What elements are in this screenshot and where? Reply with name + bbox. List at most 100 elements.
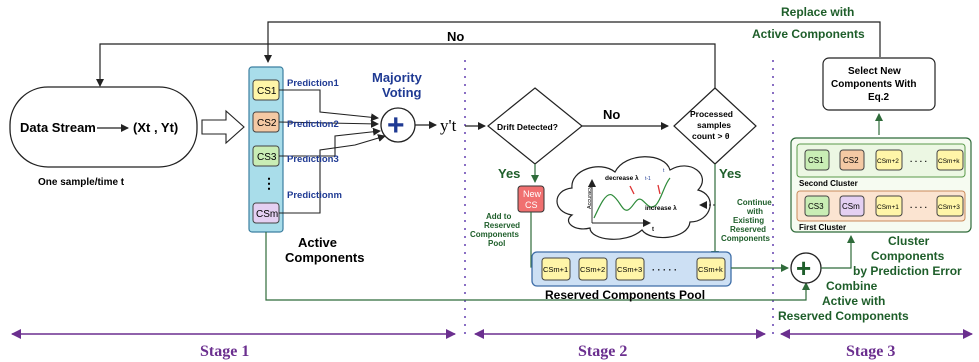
processed-label-1: Processed	[690, 109, 733, 119]
continue-label-2: with	[746, 207, 763, 216]
cloud-decrease-label: decrease λ	[605, 174, 639, 182]
continue-label-1: Continue	[737, 198, 772, 207]
data-stream-box	[9, 86, 198, 168]
replace-label-1: Replace with	[781, 5, 854, 19]
drift-detected-label: Drift Detected?	[497, 122, 558, 132]
select-new-label-3: Eq.2	[868, 92, 890, 103]
svg-text:CSm+3: CSm+3	[938, 204, 960, 211]
active-to-combine-arrow	[265, 232, 810, 301]
first-cluster-ellipsis: · · · ·	[910, 203, 927, 212]
svg-text:CSm+k: CSm+k	[938, 158, 960, 165]
prediction-label-m: Predictionm	[287, 190, 342, 201]
svg-text:CSm+2: CSm+2	[877, 158, 899, 165]
no-loop-label: No	[447, 29, 464, 44]
no-loop-arrow	[96, 43, 716, 88]
cluster-by-error-1: Cluster	[888, 234, 930, 248]
prediction-label-3: Prediction3	[287, 154, 339, 165]
reserved-cs-mk: CSm+k	[696, 257, 726, 281]
svg-text:CSm: CSm	[256, 209, 278, 220]
svg-text:CS1: CS1	[257, 86, 277, 97]
svg-text:CSm+k: CSm+k	[698, 265, 723, 274]
cloud-tick-red-2	[657, 184, 661, 195]
add-pool-label-2: Reserved	[484, 221, 520, 230]
svg-text:CS1: CS1	[808, 156, 824, 165]
replace-label-2: Active Components	[752, 27, 865, 41]
svg-text:CSm+1: CSm+1	[877, 204, 899, 211]
prediction-arrow-2	[278, 119, 379, 128]
second-cluster-cs-2: CS2	[839, 149, 865, 171]
processed-label-3: count > θ	[692, 131, 730, 141]
cloud-tick-red	[629, 185, 635, 195]
new-cs-label-1: New	[523, 189, 542, 199]
new-cs-label-2: CS	[525, 200, 538, 210]
first-cluster-cs-3: CS3	[804, 195, 830, 217]
continue-label-3: Existing	[733, 216, 764, 225]
processed-label-2: samples	[697, 120, 731, 130]
cloud-t-prime: t	[663, 168, 665, 174]
replace-loop-arrow	[264, 21, 881, 63]
reserved-cs-m1: CSm+1	[541, 257, 571, 281]
add-pool-label-1: Add to	[486, 212, 511, 221]
prediction-arrow-m	[279, 134, 386, 214]
sample-tuple: (Xt , Yt)	[133, 120, 178, 135]
cloud-t-axis: t	[652, 227, 654, 233]
active-label-2: Components	[285, 250, 364, 265]
majority-label-2: Voting	[382, 85, 422, 100]
svg-text:CS3: CS3	[257, 152, 277, 163]
select-new-label-1: Select New	[848, 66, 901, 77]
active-cs-2: CS2	[252, 111, 280, 133]
second-cluster-cs-mk: CSm+k	[936, 149, 964, 171]
stage1-label: Stage 1	[200, 343, 249, 360]
svg-text:CS2: CS2	[257, 118, 277, 129]
prediction-label-1: Prediction1	[287, 78, 339, 89]
second-cluster-ellipsis: · · · ·	[910, 157, 927, 166]
drift-no-label: No	[603, 107, 620, 122]
reserved-ellipsis: · · · · ·	[652, 265, 677, 275]
select-new-box	[822, 57, 936, 111]
reserved-cs-m3: CSm+3	[615, 257, 645, 281]
prediction-label-2: Prediction2	[287, 119, 339, 130]
reserved-cs-m2: CSm+2	[578, 257, 608, 281]
stage3-label: Stage 3	[846, 343, 895, 360]
combine-to-cluster-arrow	[821, 235, 855, 269]
combine-label-2: Active with	[822, 294, 885, 308]
svg-text:CS2: CS2	[843, 156, 859, 165]
svg-text:CSm+1: CSm+1	[543, 265, 568, 274]
stage2-label: Stage 2	[578, 343, 627, 360]
active-ellipsis: ⋮	[262, 175, 276, 191]
combine-label-1: Combine	[826, 279, 878, 293]
continue-label-5: Components	[721, 234, 770, 243]
cluster-by-error-3: by Prediction Error	[853, 264, 962, 278]
combine-plus-icon: +	[796, 253, 811, 283]
prediction-arrow-3	[279, 127, 381, 157]
drift-yes-label: Yes	[498, 166, 520, 181]
second-cluster-cs-m2: CSm+2	[875, 149, 903, 171]
svg-text:CSm: CSm	[842, 202, 860, 211]
input-hollow-arrow	[201, 109, 245, 145]
processed-yes-label: Yes	[719, 166, 741, 181]
lambda-cloud	[556, 156, 711, 240]
add-pool-label-4: Pool	[488, 239, 505, 248]
combine-label-3: Reserved Components	[778, 309, 909, 323]
active-cs-3: CS3	[252, 145, 280, 167]
second-cluster-label: Second Cluster	[799, 179, 858, 188]
cluster-by-error-2: Components	[871, 249, 945, 263]
first-cluster-cs-m: CSm	[839, 195, 865, 217]
majority-plus-icon: +	[387, 109, 405, 142]
continue-label-4: Reserved	[730, 225, 766, 234]
active-cs-1: CS1	[252, 79, 280, 101]
second-cluster-cs-1: CS1	[804, 149, 830, 171]
prediction-arrow-1	[279, 89, 379, 122]
sample-caption: One sample/time t	[38, 177, 125, 188]
active-label-1: Active	[298, 235, 337, 250]
output-prediction: y't	[440, 116, 457, 135]
svg-text:CS3: CS3	[808, 202, 824, 211]
reserved-pool-label: Reserved Components Pool	[545, 288, 705, 302]
first-cluster-cs-m3: CSm+3	[936, 195, 964, 217]
first-cluster-cs-m1: CSm+1	[875, 195, 903, 217]
cloud-accuracy-label: Accuracy	[587, 186, 593, 209]
cloud-t-minus: t-1	[645, 176, 651, 182]
add-pool-label-3: Components	[470, 230, 519, 239]
select-new-label-2: Components With	[831, 79, 916, 90]
